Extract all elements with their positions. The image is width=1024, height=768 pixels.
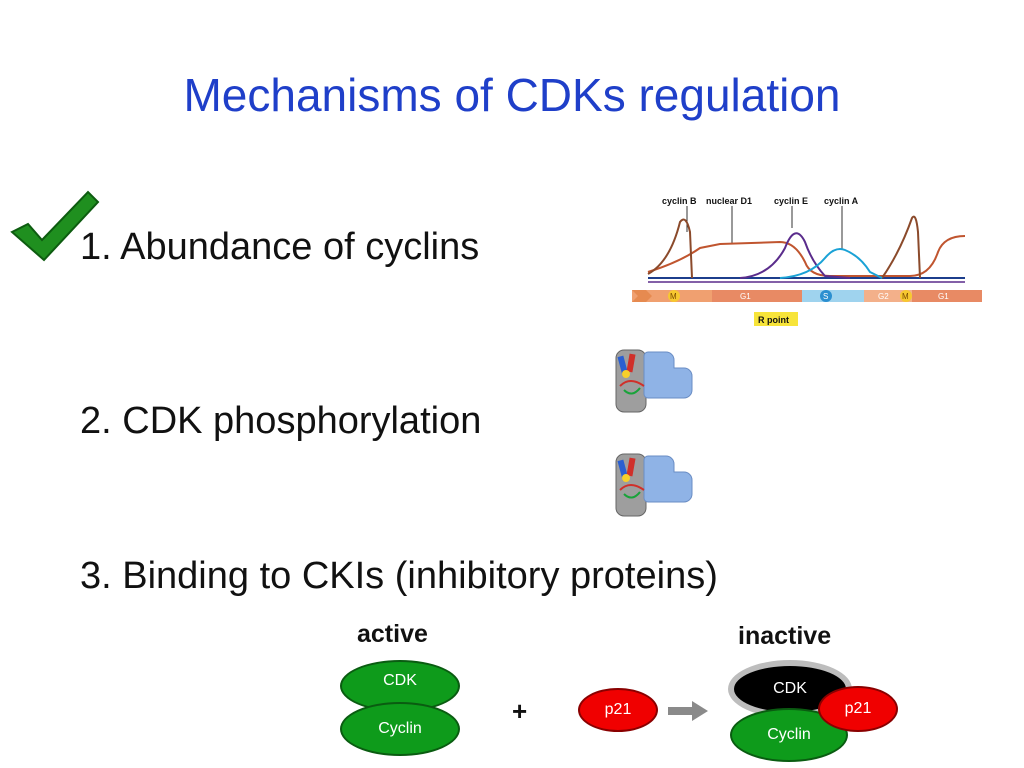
active-label: active [357, 620, 428, 648]
phase-g2: G2 [878, 292, 889, 301]
label-cyclin-b: cyclin B [662, 196, 697, 206]
cyclin-levels-figure: cyclin B nuclear D1 cyclin E cyclin A M … [632, 196, 982, 326]
plus-sign: + [512, 696, 528, 726]
free-p21-oval: p21 [578, 688, 658, 732]
label-cyclin-a: cyclin A [824, 196, 859, 206]
cdk-structure-icon-1 [615, 349, 693, 413]
free-p21-label: p21 [604, 701, 632, 718]
bound-p21-oval: p21 [818, 686, 898, 732]
bound-p21-label: p21 [844, 700, 872, 717]
bullet-binding-to-ckis: 3. Binding to CKIs (inhibitory proteins) [80, 555, 718, 597]
active-cyclin-oval: Cyclin [340, 702, 460, 756]
restriction-point-label: R point [758, 315, 789, 325]
right-arrow-icon [668, 701, 708, 721]
active-cyclin-label: Cyclin [378, 720, 422, 737]
inactive-cdk-label: CDK [773, 680, 807, 697]
active-cdk-label: CDK [383, 672, 417, 689]
bullet-cdk-phosphorylation: 2. CDK phosphorylation [80, 400, 482, 442]
cdk-structure-icon-2 [615, 453, 693, 517]
inactive-cyclin-label: Cyclin [767, 726, 811, 743]
label-cyclin-e: cyclin E [774, 196, 808, 206]
phase-m-2: M [902, 292, 909, 301]
bullet-abundance-of-cyclins: 1. Abundance of cyclins [80, 226, 480, 268]
checkmark-icon [10, 190, 100, 262]
phase-g1-2: G1 [938, 292, 949, 301]
label-nuclear-d1: nuclear D1 [706, 196, 752, 206]
phase-g1-1: G1 [740, 292, 751, 301]
phase-m-1: M [670, 292, 677, 301]
inactive-label: inactive [738, 622, 832, 650]
phase-s: S [823, 292, 828, 301]
slide-title: Mechanisms of CDKs regulation [183, 69, 841, 121]
